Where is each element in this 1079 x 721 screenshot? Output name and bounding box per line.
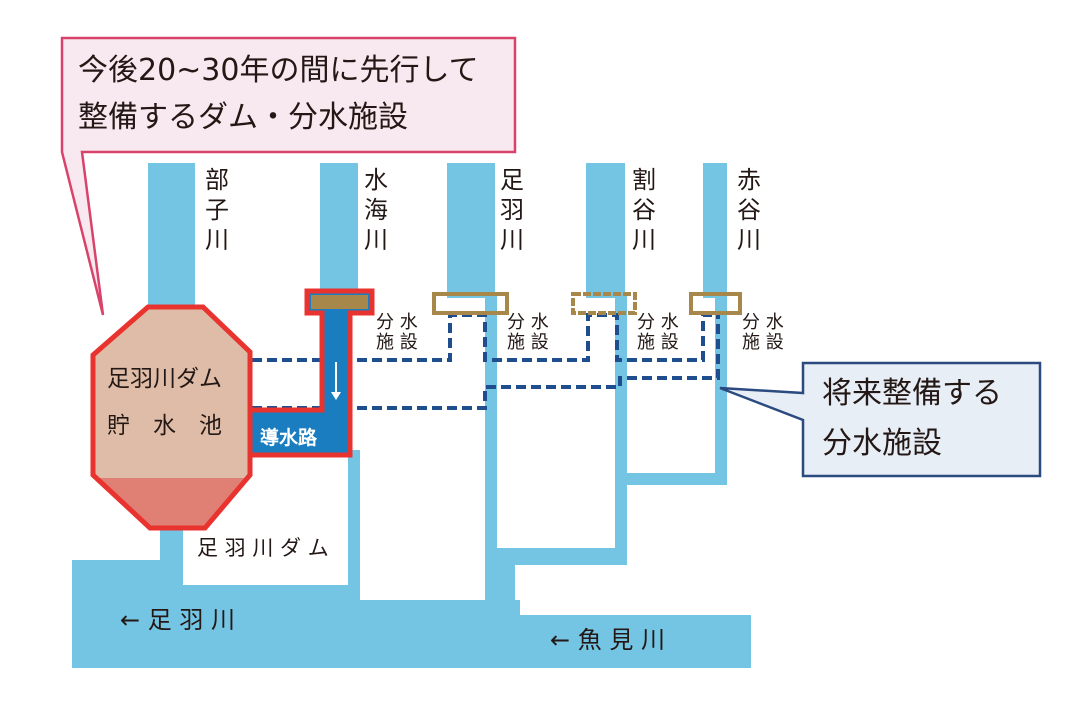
river-char: 谷 xyxy=(632,196,656,224)
future-facilities xyxy=(432,292,742,315)
river-char: 赤 xyxy=(737,166,761,194)
river-char: 川 xyxy=(737,226,761,254)
callout-current-line1: 今後20~30年の間に先行して xyxy=(78,53,479,88)
facility-box-asuwa xyxy=(432,292,509,315)
facility-box-wari xyxy=(571,292,637,315)
callout-future-plan: 将来整備する 分水施設 xyxy=(719,361,1042,478)
river-label-wari: 割 谷 川 xyxy=(632,166,656,254)
river-char: 部 xyxy=(205,166,229,194)
facility-label-2b: 施 設 xyxy=(507,332,549,353)
river-char: 川 xyxy=(632,226,656,254)
river-char: 川 xyxy=(205,226,229,254)
future-diversion-lines xyxy=(252,313,720,410)
flow-arrow-icon xyxy=(331,362,341,400)
asuwa-river-main xyxy=(72,560,183,668)
horizontal-channel-1 xyxy=(497,548,627,565)
river-char: 子 xyxy=(205,196,229,224)
facility-label-1a: 分 水 xyxy=(376,312,418,333)
facility-box-akadani xyxy=(689,292,742,315)
dam-label: 足 羽 川 ダ ム xyxy=(197,536,329,560)
callout-future-line1: 将来整備する xyxy=(822,376,1002,411)
dam-outflow xyxy=(160,520,183,565)
asuwa-river-main-3 xyxy=(350,600,520,668)
akadani-river xyxy=(703,163,727,298)
asuwa-downstream-label: ← 足 羽 川 xyxy=(120,606,235,634)
uomi-connector xyxy=(497,548,515,618)
callout-future-line2: 分水施設 xyxy=(822,426,942,461)
river-network xyxy=(72,163,751,668)
facility-label-1b: 施 設 xyxy=(376,332,418,353)
mizumi-diversion-facility xyxy=(311,295,368,309)
facility-label-3a: 分 水 xyxy=(637,312,679,333)
river-char: 川 xyxy=(364,226,388,254)
river-char: 谷 xyxy=(737,196,761,224)
river-label-akadani: 赤 谷 川 xyxy=(737,166,761,254)
reservoir-label-1: 足羽川ダム xyxy=(107,366,222,392)
reservoir-label-2: 貯 水 池 xyxy=(107,413,222,439)
asuwa-river-main-2 xyxy=(183,585,358,668)
river-char: 割 xyxy=(632,166,656,194)
wari-river xyxy=(586,163,625,298)
facility-label-3b: 施 設 xyxy=(637,332,679,353)
mizumi-river-lower xyxy=(348,450,360,602)
conduit: 導水路 xyxy=(247,288,375,458)
facility-label-2a: 分 水 xyxy=(507,312,549,333)
future-line-lower xyxy=(252,315,720,410)
hebo-river xyxy=(148,163,195,308)
river-labels: 部 子 川 水 海 川 足 羽 川 割 谷 川 赤 谷 川 足 羽 川 ダ ム … xyxy=(120,166,761,654)
mizumi-river xyxy=(320,163,358,298)
asuwa-river-upper xyxy=(447,163,495,298)
conduit-label: 導水路 xyxy=(260,426,318,449)
river-char: 海 xyxy=(364,196,388,224)
asuwa-dam-reservoir: 足羽川ダム 貯 水 池 xyxy=(90,304,253,531)
river-label-mizumi: 水 海 川 xyxy=(364,166,388,254)
callout-current-plan: 今後20~30年の間に先行して 整備するダム・分水施設 xyxy=(60,36,517,316)
river-char: 水 xyxy=(364,166,388,194)
horizontal-channel-2 xyxy=(627,473,727,485)
river-char: 足 xyxy=(500,166,524,194)
uomi-downstream-label: ← 魚 見 川 xyxy=(550,626,665,654)
river-label-asuwa: 足 羽 川 xyxy=(500,166,524,254)
callout-current-line2: 整備するダム・分水施設 xyxy=(78,100,408,135)
facility-label-4a: 分 水 xyxy=(742,312,784,333)
uomi-river xyxy=(515,615,751,668)
facility-labels: 分 水 施 設 分 水 施 設 分 水 施 設 分 水 施 設 xyxy=(376,312,784,353)
future-line-upper xyxy=(252,313,718,362)
wari-river-channel xyxy=(615,295,627,565)
river-label-hebo: 部 子 川 xyxy=(205,166,229,254)
facility-label-4b: 施 設 xyxy=(742,332,784,353)
asuwa-river-channel xyxy=(485,295,497,605)
river-char: 川 xyxy=(500,226,524,254)
river-char: 羽 xyxy=(500,196,524,224)
